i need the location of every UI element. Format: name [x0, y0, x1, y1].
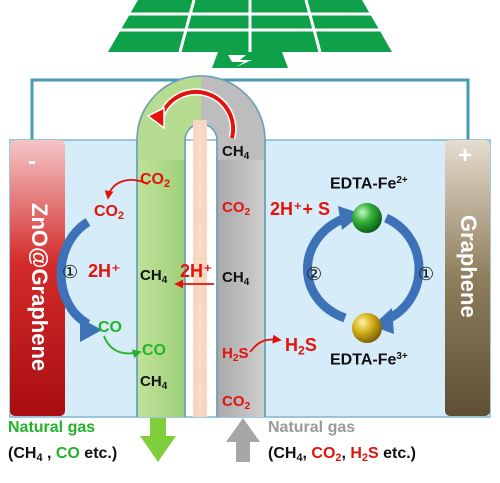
ch4-green-bottom: CH4: [140, 373, 168, 392]
green-sphere-icon: [352, 203, 382, 233]
right-cycle-arrow-right: [383, 213, 424, 325]
membrane: [193, 120, 207, 417]
output-left-title: Natural gas: [8, 419, 96, 436]
cathode-electrode: [445, 140, 490, 416]
ch4-green-mid: CH4: [140, 267, 168, 286]
anode-sign: -: [28, 148, 36, 175]
output-arrow-down: [140, 418, 176, 462]
output-right-title: Natural gas: [268, 419, 356, 436]
green-channel: [137, 160, 185, 417]
left-protons-label: 2H⁺: [88, 261, 121, 281]
fe3-label: EDTA-Fe3+: [330, 351, 408, 369]
h2s-out-label: H2S: [285, 335, 317, 358]
co-left-label: CO: [98, 319, 122, 336]
left-step-number: ①: [62, 262, 79, 283]
right-cycle-arrow-left: [303, 213, 347, 323]
input-arrow-up: [226, 418, 260, 462]
co-green-label: CO: [142, 342, 166, 359]
ch4-grey-top: CH4: [222, 143, 250, 162]
co2-mid-label: CO2: [94, 203, 125, 223]
right-step-number-right: ①: [418, 264, 435, 285]
output-right-composition: (CH4, CO2, H2S etc.): [268, 445, 416, 465]
flow-direction-icon: [146, 106, 165, 130]
lightning-icon: [228, 55, 252, 67]
anode-electrode: [10, 140, 65, 416]
solar-panel-icon: [108, 0, 392, 68]
anode-label: ZnO@Graphene: [27, 203, 52, 372]
co2-top-label: CO2: [140, 171, 171, 191]
co2-grey-bottom: CO2: [222, 393, 251, 412]
ch4-grey-mid: CH4: [222, 269, 250, 288]
cathode-label: Graphene: [456, 215, 481, 318]
co2-grey-label: CO2: [222, 199, 251, 218]
left-cycle-arrow: [56, 218, 91, 328]
external-wire: [30, 78, 470, 140]
sulfur-reaction-label: 2H⁺+ S: [270, 199, 331, 219]
h2s-grey-label: H2S: [222, 345, 249, 364]
output-left-composition: (CH4 , CO etc.): [8, 445, 118, 465]
fe2-label: EDTA-Fe2+: [330, 175, 408, 193]
gold-sphere-icon: [352, 313, 382, 343]
membrane-protons-label: 2H⁺: [180, 261, 213, 281]
grey-channel: [217, 160, 265, 417]
cathode-sign: +: [458, 142, 473, 169]
right-step-number-left: ②: [306, 264, 323, 285]
